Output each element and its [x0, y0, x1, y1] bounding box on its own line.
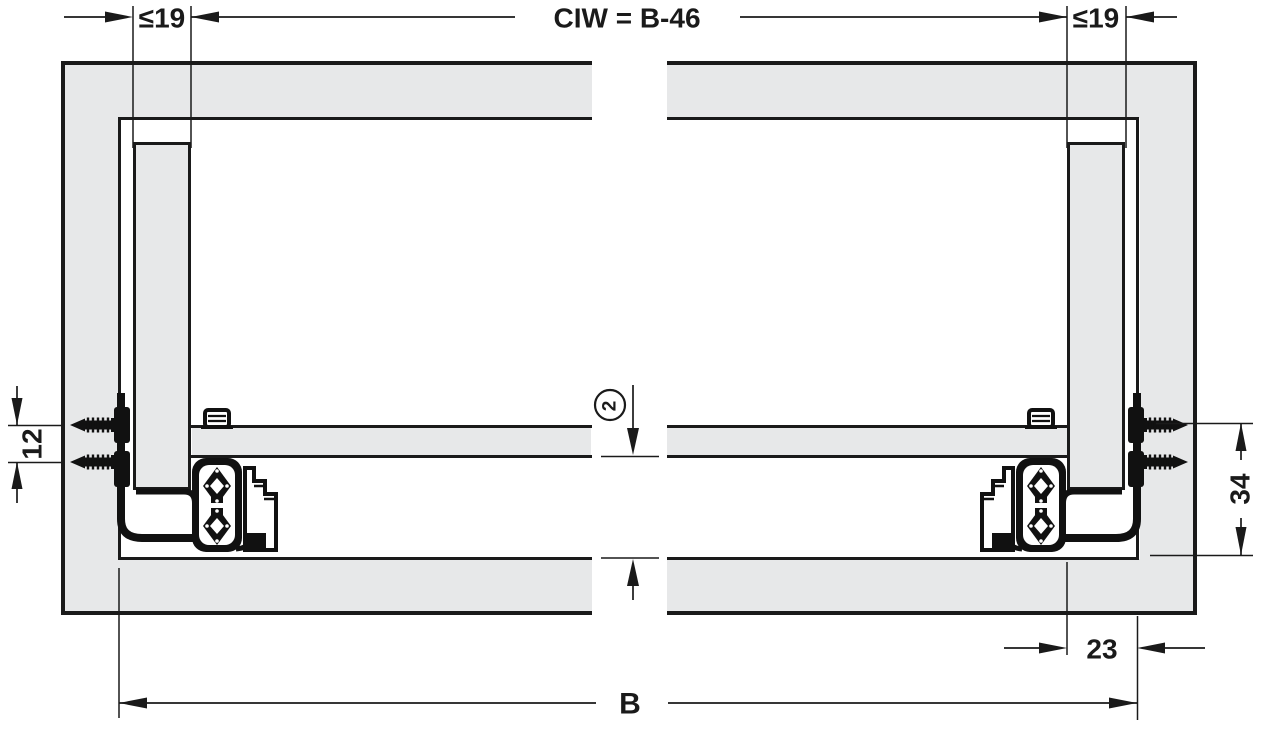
extension-lines-34 [1150, 422, 1253, 557]
dimension-mount-height: 34 [1150, 422, 1256, 557]
drawer-slide-assembly-left [68, 393, 278, 552]
dimension-side-clearance: 23 [1004, 562, 1205, 720]
cabinet-bottom-left-fill [65, 559, 592, 611]
cabinet-top-right-fill [667, 65, 1195, 118]
runner-rail-profile [117, 393, 198, 542]
dim-label-mount-height: 34 [1225, 473, 1256, 505]
dim-label-cabinet-width: B [619, 688, 641, 721]
hook-bracket-steps [254, 484, 274, 501]
drawer-bottom-left-fill [192, 428, 591, 455]
drawer-bottom-right-fill [667, 428, 1067, 455]
hook-bracket-foot [247, 533, 266, 549]
extension-lines-top [132, 6, 1127, 148]
dim-label-side-clearance: 23 [1086, 634, 1117, 665]
callout-note-2: 2 [593, 385, 659, 600]
drawer-side-panel-left [133, 142, 191, 490]
drawer-box [133, 142, 1125, 490]
dim-label-max-side-thickness-left: ≤19 [139, 3, 186, 34]
dim-label-screw-spacing: 12 [17, 428, 48, 459]
cabinet-top-left-fill [65, 65, 592, 118]
cabinet-outline-left [61, 61, 592, 615]
cabinet-left-wall-fill [65, 65, 118, 611]
cabinet-outline-right [667, 61, 1197, 615]
callout-circle [593, 388, 627, 422]
cabinet-right-wall-fill [1140, 65, 1195, 611]
callout-number: 2 [600, 401, 621, 412]
drawer-side-panel-right [1067, 142, 1125, 490]
cabinet-bottom-right-fill [667, 559, 1195, 611]
carriage-star-ornament [203, 467, 231, 545]
dimension-cabinet-width: B [118, 568, 1137, 721]
extension-lines-23 [1066, 562, 1139, 720]
dimension-screw-spacing: 12 [8, 386, 62, 503]
hook-bracket [243, 466, 278, 552]
runner-upper-arm [136, 488, 198, 504]
rail-screw-boss-upper [114, 407, 130, 443]
dim-label-max-side-thickness-right: ≤19 [1073, 3, 1120, 34]
dim-label-inner-width-formula: CIW = B-46 [553, 3, 700, 34]
front-locking-clip [201, 408, 233, 429]
dimension-top-chain: ≤19 CIW = B-46 ≤19 [64, 3, 1177, 148]
